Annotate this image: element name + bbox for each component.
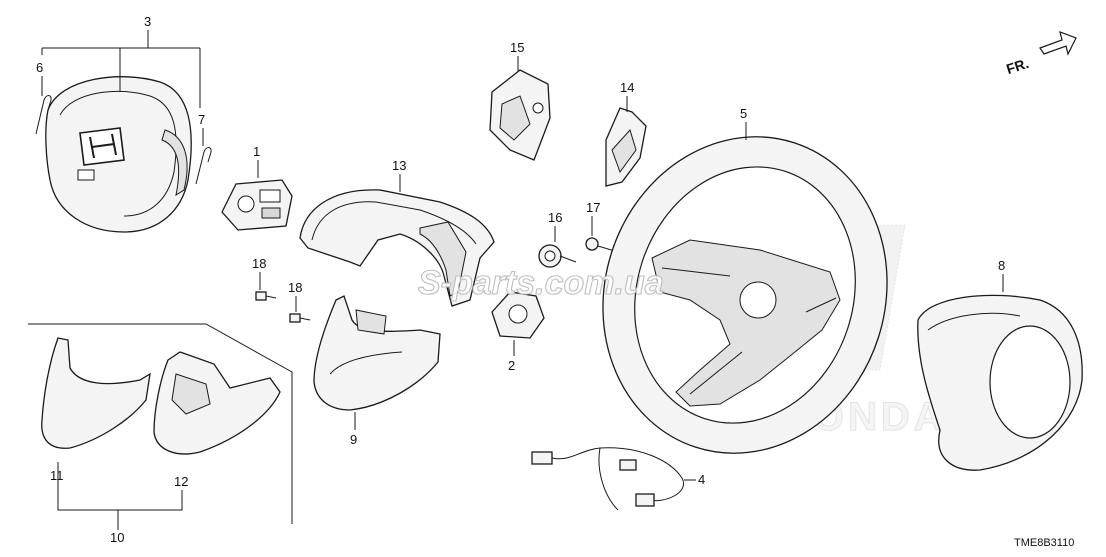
switch-assembly-part (221, 179, 293, 231)
front-direction-label: FR. (1004, 55, 1030, 77)
wire-harness-part (531, 447, 685, 511)
callout-5: 5 (740, 106, 747, 121)
callout-12: 12 (174, 474, 188, 489)
callout-14: 14 (620, 80, 634, 95)
rear-cover-part (917, 294, 1083, 471)
screw-part-18b (289, 313, 311, 323)
callout-4: 4 (698, 472, 705, 487)
callout-17: 17 (586, 200, 600, 215)
harness-clip-6 (35, 95, 52, 135)
front-arrow-icon (1039, 31, 1077, 56)
callout-8: 8 (998, 258, 1005, 273)
lower-cover-part-12 (153, 351, 281, 455)
inset-frame (28, 323, 293, 524)
steering-wheel-part (602, 136, 888, 454)
callout-18b: 18 (288, 280, 302, 295)
front-direction-indicator: FR. (1004, 31, 1077, 77)
airbag-module-part (45, 76, 192, 233)
site-watermark: S-parts.com.ua (418, 264, 664, 302)
callout-1: 1 (253, 144, 260, 159)
nut-part-16 (538, 244, 577, 268)
lower-garnish-part (299, 189, 495, 307)
callout-16: 16 (548, 210, 562, 225)
callout-18a: 18 (252, 256, 266, 271)
callout-15: 15 (510, 40, 524, 55)
callout-10: 10 (110, 530, 124, 545)
screw-part-18a (255, 291, 277, 301)
cable-reel-part (491, 291, 545, 339)
callout-6: 6 (36, 60, 43, 75)
callout-2: 2 (508, 358, 515, 373)
callout-7: 7 (198, 112, 205, 127)
callout-3: 3 (144, 14, 151, 29)
drawing-code: TME8B3110 (1014, 537, 1074, 549)
switch-bezel-part-15 (489, 69, 551, 161)
callout-11: 11 (50, 468, 64, 483)
callout-13: 13 (392, 158, 406, 173)
harness-clip-7 (195, 147, 212, 185)
lower-cover-part-11 (41, 337, 151, 449)
callout-9: 9 (350, 432, 357, 447)
lower-cover-part-9 (313, 295, 441, 411)
honda-emblem-icon (79, 127, 125, 166)
paddle-switch-part-14 (605, 107, 647, 187)
